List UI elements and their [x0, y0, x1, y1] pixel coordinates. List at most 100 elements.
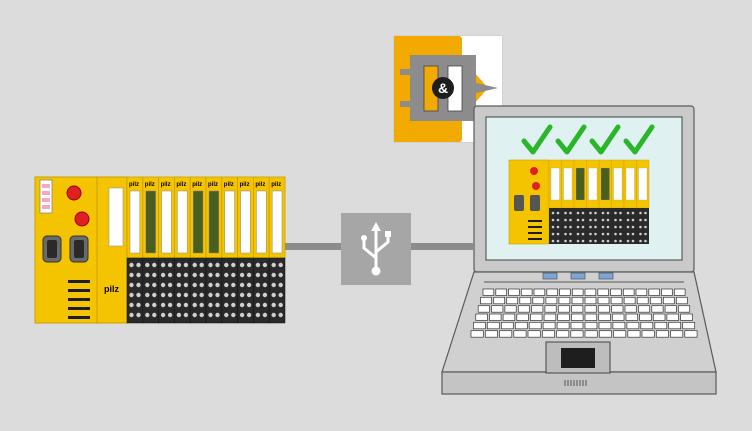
keyboard-key [546, 288, 558, 296]
keyboard-key [678, 305, 691, 313]
keyboard-key [627, 330, 641, 338]
keyboard-key [675, 296, 688, 305]
laptop-keyboard [470, 288, 698, 338]
keyboard-key [680, 313, 693, 321]
keyboard-key [541, 330, 555, 338]
keyboard-key [684, 330, 698, 338]
logic-and-icon [432, 77, 454, 99]
check-mark-icon [521, 124, 553, 155]
keyboard-key [635, 288, 648, 296]
keyboard-key [477, 305, 490, 313]
keyboard-key [584, 330, 598, 338]
keyboard-key [475, 313, 488, 321]
keyboard-key [559, 288, 571, 296]
screen-plc-thumbnail [508, 159, 650, 245]
keyboard-key [570, 321, 584, 330]
keyboard-key [544, 305, 557, 313]
keyboard-key [542, 321, 556, 330]
check-marks [521, 124, 655, 155]
plc-head-module [34, 176, 98, 324]
keyboard-key [516, 313, 529, 321]
io-module-brand-label: pilz [161, 182, 171, 188]
keyboard-key [638, 305, 651, 313]
keyboard-key [491, 305, 504, 313]
keyboard-key [533, 288, 546, 296]
io-module-brand-label: pilz [255, 182, 265, 188]
io-module: pilz [142, 176, 160, 324]
keyboard-key [651, 305, 664, 313]
keyboard-key [682, 321, 696, 330]
keyboard-key [639, 313, 652, 321]
io-module: pilz [221, 176, 239, 324]
keyboard-key [514, 321, 528, 330]
keyboard-key [640, 321, 654, 330]
io-module-brand-label: pilz [176, 182, 186, 188]
keyboard-key [517, 305, 530, 313]
keyboard-key [584, 313, 598, 321]
keyboard-key [513, 330, 527, 338]
keyboard-key [558, 296, 571, 305]
keyboard-key [499, 330, 513, 338]
keyboard-key [502, 313, 516, 321]
keyboard-key [611, 305, 624, 313]
keyboard-key [597, 296, 610, 305]
io-module: pilz [173, 176, 191, 324]
io-module-brand-label: pilz [129, 182, 139, 188]
keyboard-key [570, 330, 584, 338]
io-module: pilz [268, 176, 286, 324]
keyboard-key [598, 330, 612, 338]
keyboard-key [610, 296, 623, 305]
keyboard-key [613, 330, 627, 338]
keyboard-key [636, 296, 649, 305]
keyboard-key [584, 305, 597, 313]
check-mark-icon [589, 124, 621, 155]
keyboard-key [482, 288, 495, 296]
keyboard-key [673, 288, 686, 296]
keyboard-key [571, 288, 584, 296]
keyboard-key [571, 296, 584, 305]
keyboard-key [495, 288, 507, 296]
laptop [441, 105, 717, 395]
keyboard-key [612, 321, 626, 330]
keyboard-key [597, 305, 610, 313]
keyboard-key [652, 313, 666, 321]
pilz-brand-label: pilz [104, 284, 119, 294]
keyboard-key [480, 296, 492, 305]
keyboard-key [508, 288, 520, 296]
keyboard-key [557, 305, 570, 313]
keyboard-key [598, 313, 611, 321]
io-module: pilz [158, 176, 175, 324]
keyboard-key [556, 321, 570, 330]
rotary-switch-bottom [74, 211, 90, 227]
keyboard-key [486, 321, 500, 330]
keyboard-key [662, 296, 675, 305]
keyboard-key [626, 321, 640, 330]
keyboard-key [571, 313, 584, 321]
keyboard-key [556, 330, 570, 338]
keyboard-key [532, 296, 545, 305]
rotary-switch-top [66, 185, 82, 201]
keyboard-key [584, 321, 598, 330]
keyboard-key [668, 321, 682, 330]
cable-usb-to-laptop [411, 243, 473, 250]
logic-and-label: & [438, 80, 448, 96]
keyboard-key [661, 288, 673, 296]
keyboard-key [664, 305, 677, 313]
keyboard-key [584, 288, 597, 296]
plc-power-module: pilz [96, 176, 128, 324]
cable-plc-to-usb [285, 243, 343, 250]
keyboard-key [473, 321, 486, 330]
io-module-brand-label: pilz [240, 182, 250, 188]
keyboard-key [506, 296, 519, 305]
io-module-brand-label: pilz [208, 182, 218, 188]
keyboard-key [611, 313, 625, 321]
io-module-brand-label: pilz [145, 182, 155, 188]
check-mark-icon [555, 124, 587, 155]
keyboard-key [625, 313, 639, 321]
io-module-brand-label: pilz [192, 182, 202, 188]
keyboard-key [527, 330, 541, 338]
keyboard-key [624, 305, 637, 313]
